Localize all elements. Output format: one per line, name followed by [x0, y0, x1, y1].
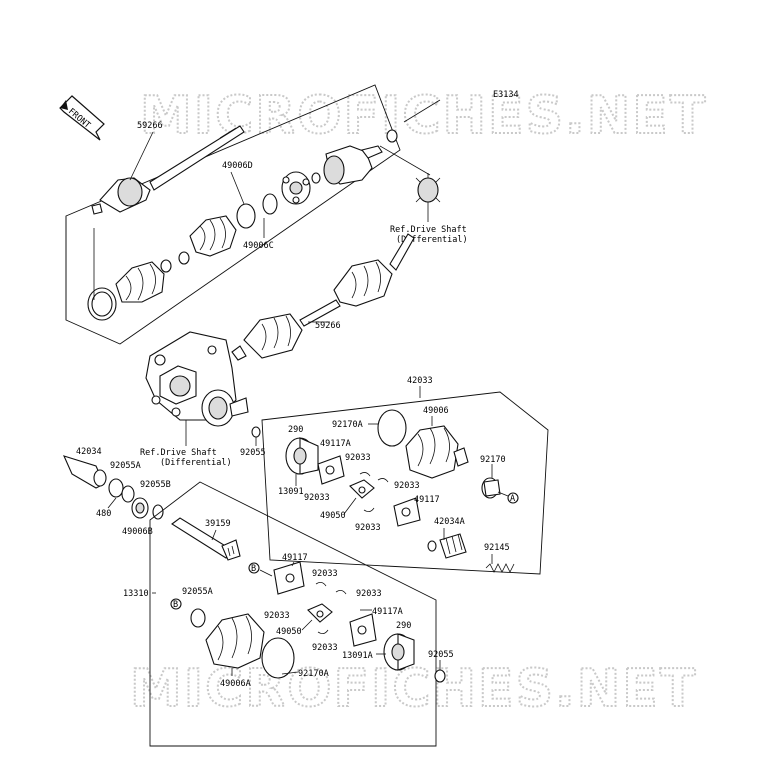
callout-49050-upper: 49050	[320, 511, 346, 521]
diff-gear-upper	[415, 173, 441, 222]
callout-92055b: 92055B	[140, 480, 171, 490]
shaft-39159	[171, 517, 241, 561]
front-differential-housing	[145, 331, 249, 427]
callout-49117-lower: 49117	[282, 553, 308, 563]
callout-92170a-upper: 92170A	[332, 420, 363, 430]
ref-a-marker-1	[507, 492, 519, 504]
callout-49006a: 49006A	[220, 679, 251, 689]
callout-42034: 42034	[76, 447, 102, 457]
callout-49117: 49117	[414, 495, 440, 505]
callout-290-upper: 290	[288, 425, 303, 435]
callout-13091a: 13091A	[342, 651, 373, 661]
callout-92033-g: 92033	[264, 611, 290, 621]
callout-49050-lower: 49050	[276, 627, 302, 637]
spider-49050-lower	[307, 603, 333, 623]
callout-92033-d: 92033	[355, 523, 381, 533]
yoke-49117a-upper	[317, 455, 345, 485]
callout-49006b: 49006B	[122, 527, 153, 537]
ring-49006d	[236, 203, 256, 229]
callout-92033-e: 92033	[312, 569, 338, 579]
clamp-92170a-upper	[377, 409, 407, 447]
callout-92055-lower: 92055	[428, 650, 454, 660]
shaft-end-42034a	[427, 533, 467, 559]
ref-a-label-1: A	[510, 494, 515, 504]
boot-49006a	[205, 613, 265, 669]
diagram-code: E3134	[493, 90, 519, 100]
callout-290-lower: 290	[396, 621, 411, 631]
callout-13310: 13310	[123, 589, 149, 599]
bearing-49006b	[131, 497, 149, 519]
ref-lower-line2: (Differential)	[160, 458, 232, 468]
oring-92055-lower	[434, 669, 446, 683]
front-shaft-59266-upper	[91, 125, 245, 215]
circlip-480	[121, 485, 135, 503]
callout-39159: 39159	[205, 519, 231, 529]
ref-upper-line1: Ref.Drive Shaft	[390, 225, 467, 235]
flange-13091	[285, 437, 319, 475]
callout-92145: 92145	[484, 543, 510, 553]
watermark-bottom: MICROFICHES.NET	[130, 659, 697, 719]
callout-92055a-2: 92055A	[182, 587, 213, 597]
oring-92055a-1	[108, 478, 124, 498]
ref-upper-line2: (Differential)	[396, 235, 468, 245]
ring-small	[262, 193, 278, 215]
callout-92170: 92170	[480, 455, 506, 465]
oring-92055a-2	[190, 608, 206, 628]
front-shaft-59266-assembled	[231, 233, 415, 361]
spring-92145	[485, 563, 515, 573]
callout-13091: 13091	[278, 487, 304, 497]
callout-92033-a: 92033	[345, 453, 371, 463]
yoke-49117a-lower	[349, 613, 377, 647]
outer-cv-joint-upper	[311, 129, 398, 185]
ref-lower-line1: Ref.Drive Shaft	[140, 448, 217, 458]
front-arrow-icon	[59, 95, 105, 141]
callout-92055a-1: 92055A	[110, 461, 141, 471]
yoke-49117	[393, 497, 421, 527]
boot-49006	[405, 425, 469, 479]
callout-92055-upper: 92055	[240, 448, 266, 458]
yoke-49117-lower	[273, 561, 305, 595]
tripod-joint	[281, 171, 311, 205]
callout-92033-f: 92033	[356, 589, 382, 599]
rear-upper-frame	[261, 391, 549, 575]
spider-49050-upper	[349, 479, 375, 499]
callout-92170a-lower: 92170A	[298, 669, 329, 679]
shaft-42034	[63, 455, 107, 489]
callout-42033: 42033	[407, 376, 433, 386]
callout-92033-b: 92033	[304, 493, 330, 503]
ref-b-marker-1	[248, 562, 260, 574]
oring-92055	[251, 426, 261, 438]
ref-b-label-1: B	[251, 564, 256, 574]
ref-b-label-2: B	[173, 600, 178, 610]
ref-b-marker-2	[170, 598, 182, 610]
callout-49006d: 49006D	[222, 161, 253, 171]
callout-480: 480	[96, 509, 111, 519]
callout-92033-h: 92033	[312, 643, 338, 653]
clamp-92170a-lower	[261, 637, 295, 679]
callout-92033-c: 92033	[394, 481, 420, 491]
callout-49117a-upper: 49117A	[320, 439, 351, 449]
boot-lower-left	[87, 259, 172, 321]
callout-49117a-lower: 49117A	[372, 607, 403, 617]
flange-13091a	[383, 633, 415, 671]
callout-42034a: 42034A	[434, 517, 465, 527]
callout-59266-middle: 59266	[315, 321, 341, 331]
callout-49006: 49006	[423, 406, 449, 416]
boot-upper-middle	[178, 215, 237, 265]
callout-59266-upper: 59266	[137, 121, 163, 131]
callout-49006c: 49006C	[243, 241, 274, 251]
clamp-92170	[481, 477, 501, 499]
